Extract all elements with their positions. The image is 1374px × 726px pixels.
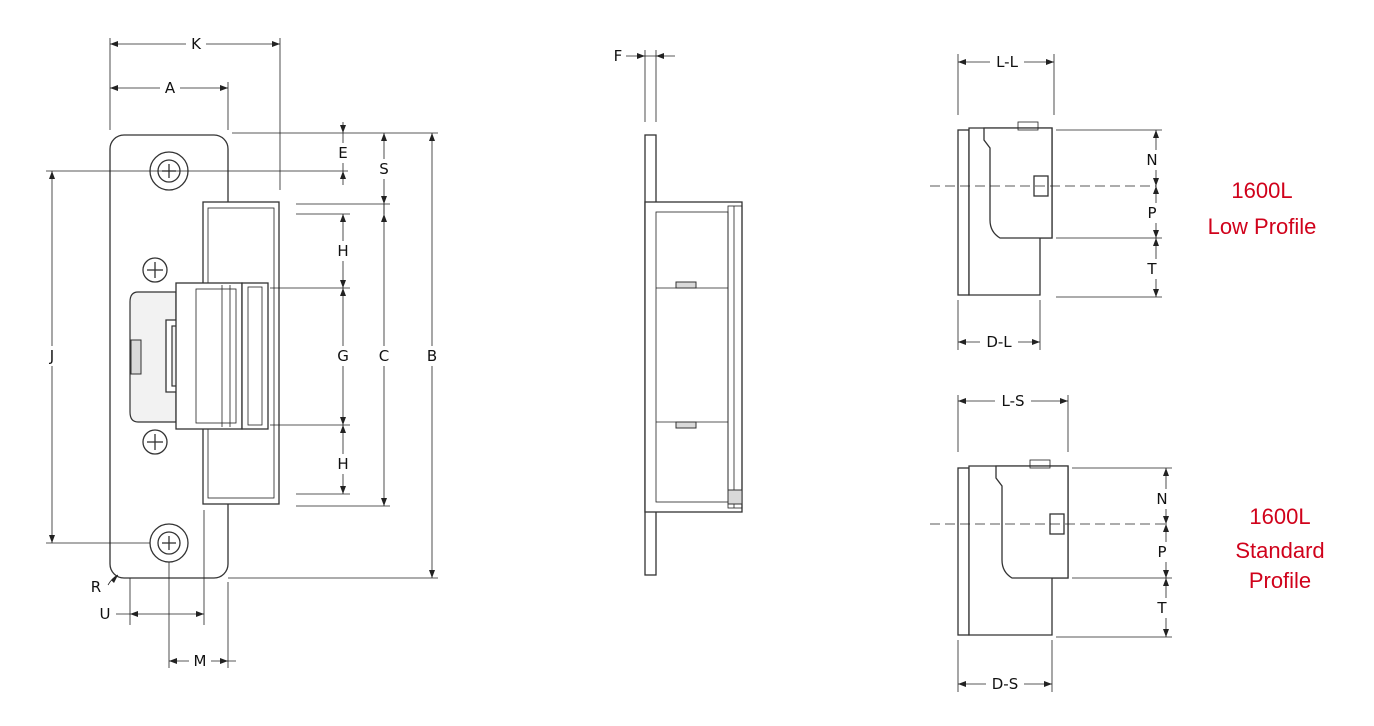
dim-label-s: S [379, 160, 389, 178]
dim-label-d-s: D-S [992, 675, 1018, 693]
dim-label-u: U [100, 605, 111, 623]
standard-profile-view: L-S N P T D-S 1600L Standard Profile [930, 391, 1325, 694]
standard-profile-title: 1600L [1249, 504, 1310, 529]
upper-small-screw-icon [142, 257, 168, 283]
dim-label-n-std: N [1156, 490, 1167, 508]
dim-label-g: G [337, 347, 349, 365]
dim-label-n-low: N [1146, 151, 1157, 169]
dim-label-r: R [91, 578, 101, 596]
dim-label-t-std: T [1156, 599, 1167, 617]
dim-label-e: E [338, 144, 347, 162]
dim-label-c: C [379, 347, 389, 365]
front-view: K A E S H [42, 34, 442, 671]
low-profile-title: 1600L [1231, 178, 1292, 203]
low-profile-subtitle: Low Profile [1208, 214, 1317, 239]
dim-label-j: J [49, 347, 54, 365]
dim-label-m: M [194, 652, 207, 670]
dim-label-p-std: P [1157, 543, 1166, 561]
side-body [644, 201, 743, 513]
dim-label-k: K [191, 35, 202, 53]
dim-label-f: F [614, 47, 623, 65]
dim-label-t-low: T [1146, 260, 1157, 278]
side-view: F [614, 47, 743, 576]
lower-small-screw-icon [142, 429, 168, 455]
dim-label-d-l: D-L [986, 333, 1012, 351]
low-profile-view: L-L N P T D-L 1600L Low Profile [930, 52, 1316, 352]
dim-label-l-s: L-S [1001, 392, 1024, 410]
standard-profile-subtitle-2: Profile [1249, 568, 1311, 593]
dim-label-h-bottom: H [337, 455, 348, 473]
dim-label-b: B [427, 347, 437, 365]
dim-label-a: A [165, 79, 176, 97]
dim-label-l-l: L-L [996, 53, 1019, 71]
standard-profile-subtitle: Standard [1235, 538, 1324, 563]
dim-label-p-low: P [1147, 204, 1156, 222]
dim-label-h-top: H [337, 242, 348, 260]
keeper [129, 291, 177, 423]
